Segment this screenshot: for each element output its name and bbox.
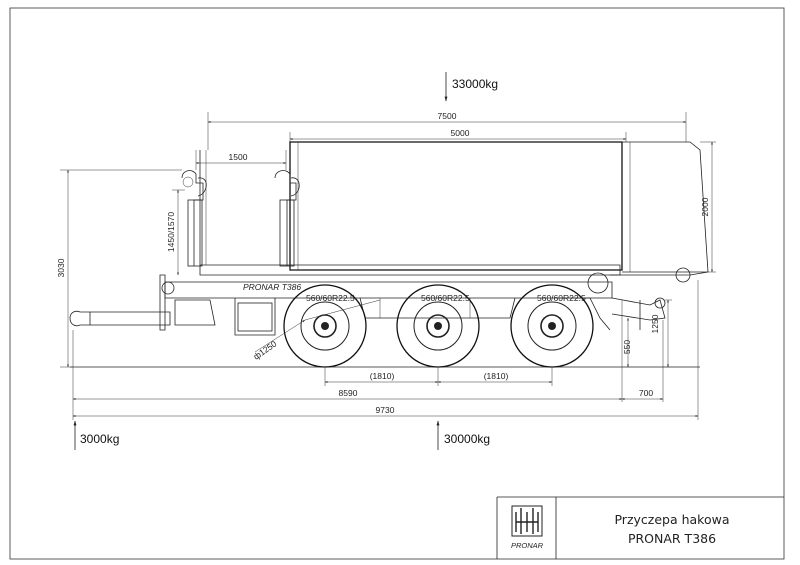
- hook-arm: [181, 170, 300, 267]
- dim-7500: 7500: [438, 111, 457, 121]
- dim-8590: 8590: [339, 388, 358, 398]
- dim-container-height: 2000: [700, 141, 716, 273]
- dim-hook-span: 5000: [289, 128, 627, 142]
- dim-phi-1250: ф1250: [251, 338, 278, 361]
- dim-1810-a: (1810): [370, 371, 395, 381]
- dim-axle-spacing: (1810) (1810): [324, 367, 553, 386]
- tire-label-2: 560/60R22.5: [421, 293, 470, 303]
- title-block: PRONAR Przyczepa hakowa PRONAR T386: [496, 496, 784, 559]
- pronar-logo: PRONAR: [511, 505, 544, 550]
- dim-1250: 1250: [650, 314, 660, 333]
- dim-3030: 3030: [56, 258, 66, 277]
- title-line-1: Przyczepa hakowa: [614, 512, 729, 527]
- rear-axle-load: 30000kg: [436, 420, 490, 450]
- wheel-1: [283, 284, 367, 368]
- total-load-label: 33000kg: [452, 77, 498, 91]
- tire-label-1: 560/60R22.5: [306, 293, 355, 303]
- dim-bed-height: 550: [622, 317, 632, 368]
- dim-2000: 2000: [700, 197, 710, 216]
- dim-1500: 1500: [229, 152, 248, 162]
- chassis-frame: PRONAR T386: [164, 281, 613, 336]
- dim-container-length: 7500: [207, 111, 687, 150]
- dim-700: 700: [639, 388, 653, 398]
- dim-9730: 9730: [376, 405, 395, 415]
- dim-550: 550: [622, 340, 632, 354]
- dim-5000: 5000: [451, 128, 470, 138]
- dim-hook-offset: 1500: [195, 150, 287, 170]
- container-body: [199, 141, 709, 294]
- front-axle-load: 3000kg: [73, 420, 119, 450]
- sheet-border: [9, 7, 785, 560]
- logo-wordmark: PRONAR: [511, 541, 544, 550]
- total-load-indicator: 33000kg: [444, 72, 498, 102]
- dim-overall-height: 3030: [56, 169, 182, 368]
- front-axle-load-label: 3000kg: [80, 432, 119, 446]
- dim-wheelbase: 8590 700: [72, 300, 664, 420]
- dim-hitch-height: 1250: [650, 299, 672, 368]
- tire-label-3: 560/60R22.5: [537, 293, 586, 303]
- dim-overall-length: 9730: [72, 280, 699, 420]
- drawbar: [69, 274, 216, 331]
- rear-hitch: [611, 297, 666, 330]
- title-line-2: PRONAR T386: [628, 531, 716, 546]
- dim-hook-height: 1450/1570: [166, 189, 185, 276]
- dim-1450-1570: 1450/1570: [166, 212, 176, 252]
- side-marking: PRONAR T386: [243, 282, 301, 292]
- dim-1810-b: (1810): [484, 371, 509, 381]
- rear-axle-load-label: 30000kg: [444, 432, 490, 446]
